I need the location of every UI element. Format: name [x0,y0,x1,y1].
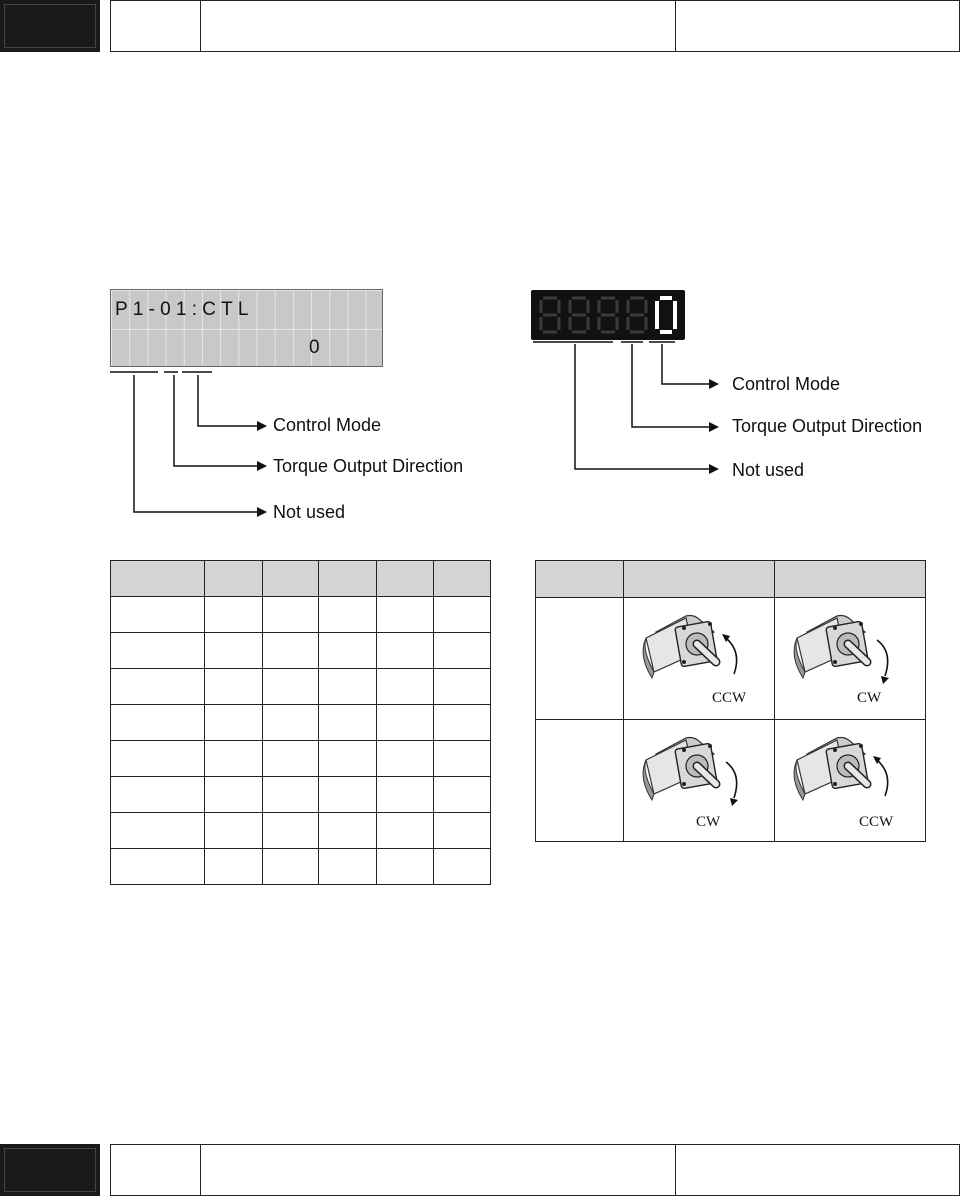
motor-cw-icon: CW [642,736,739,830]
lcd-label-torque-direction: Torque Output Direction [273,456,464,476]
header-tab-block [0,0,100,52]
lcd-display: P1-01:CTL 0 [110,289,383,367]
table-header-row [535,560,926,598]
motor-ccw-icon: CCW [793,736,894,830]
motor-label-cw-1: CW [857,690,882,706]
table-row: CW CCW [535,719,926,842]
motor-label-ccw-1: CCW [712,690,747,706]
led-digit-4 [626,296,648,334]
header-cell-3 [676,1,959,51]
table-row [110,668,491,705]
table-row [110,776,491,813]
led-connector-lines [533,341,719,474]
motor-label-ccw-2: CCW [859,814,894,830]
lcd-connector-lines [110,371,267,517]
motor-cell: CW [622,719,776,842]
table-row [110,704,491,741]
led-digit-2 [568,296,590,334]
led-display [531,290,685,340]
table-row [110,848,491,885]
table-row: CCW CW [535,597,926,720]
table-header-row [110,560,491,597]
led-label-not-used: Not used [732,460,805,480]
footer-cell-1 [111,1145,201,1195]
header-bar [110,0,960,52]
footer-cell-3 [676,1145,959,1195]
footer-cell-2 [201,1145,676,1195]
motor-cell: CCW [622,597,776,720]
lcd-label-control-mode: Control Mode [273,415,382,435]
lcd-line-2: 0 [309,337,325,358]
header-cell-2 [201,1,676,51]
motor-cell: CCW [774,719,926,842]
motor-ccw-icon: CCW [642,614,747,706]
lcd-line-1: P1-01:CTL [115,299,254,320]
header-cell-1 [111,1,201,51]
table-row [110,632,491,669]
led-digit-5 [655,296,677,334]
led-digit-3 [597,296,619,334]
motor-cell: CW [774,597,926,720]
footer-bar [110,1144,960,1196]
led-label-torque-direction: Torque Output Direction [732,416,923,436]
footer-tab-block [0,1144,100,1196]
table-row [110,740,491,777]
table-row [110,596,491,633]
motor-cw-icon: CW [793,614,890,706]
table-row [110,812,491,849]
led-label-control-mode: Control Mode [732,374,841,394]
lcd-label-not-used: Not used [273,502,346,522]
control-mode-table [110,560,491,885]
led-digit-1 [539,296,561,334]
torque-direction-table: CCW CW [535,560,926,842]
motor-label-cw-2: CW [696,814,721,830]
